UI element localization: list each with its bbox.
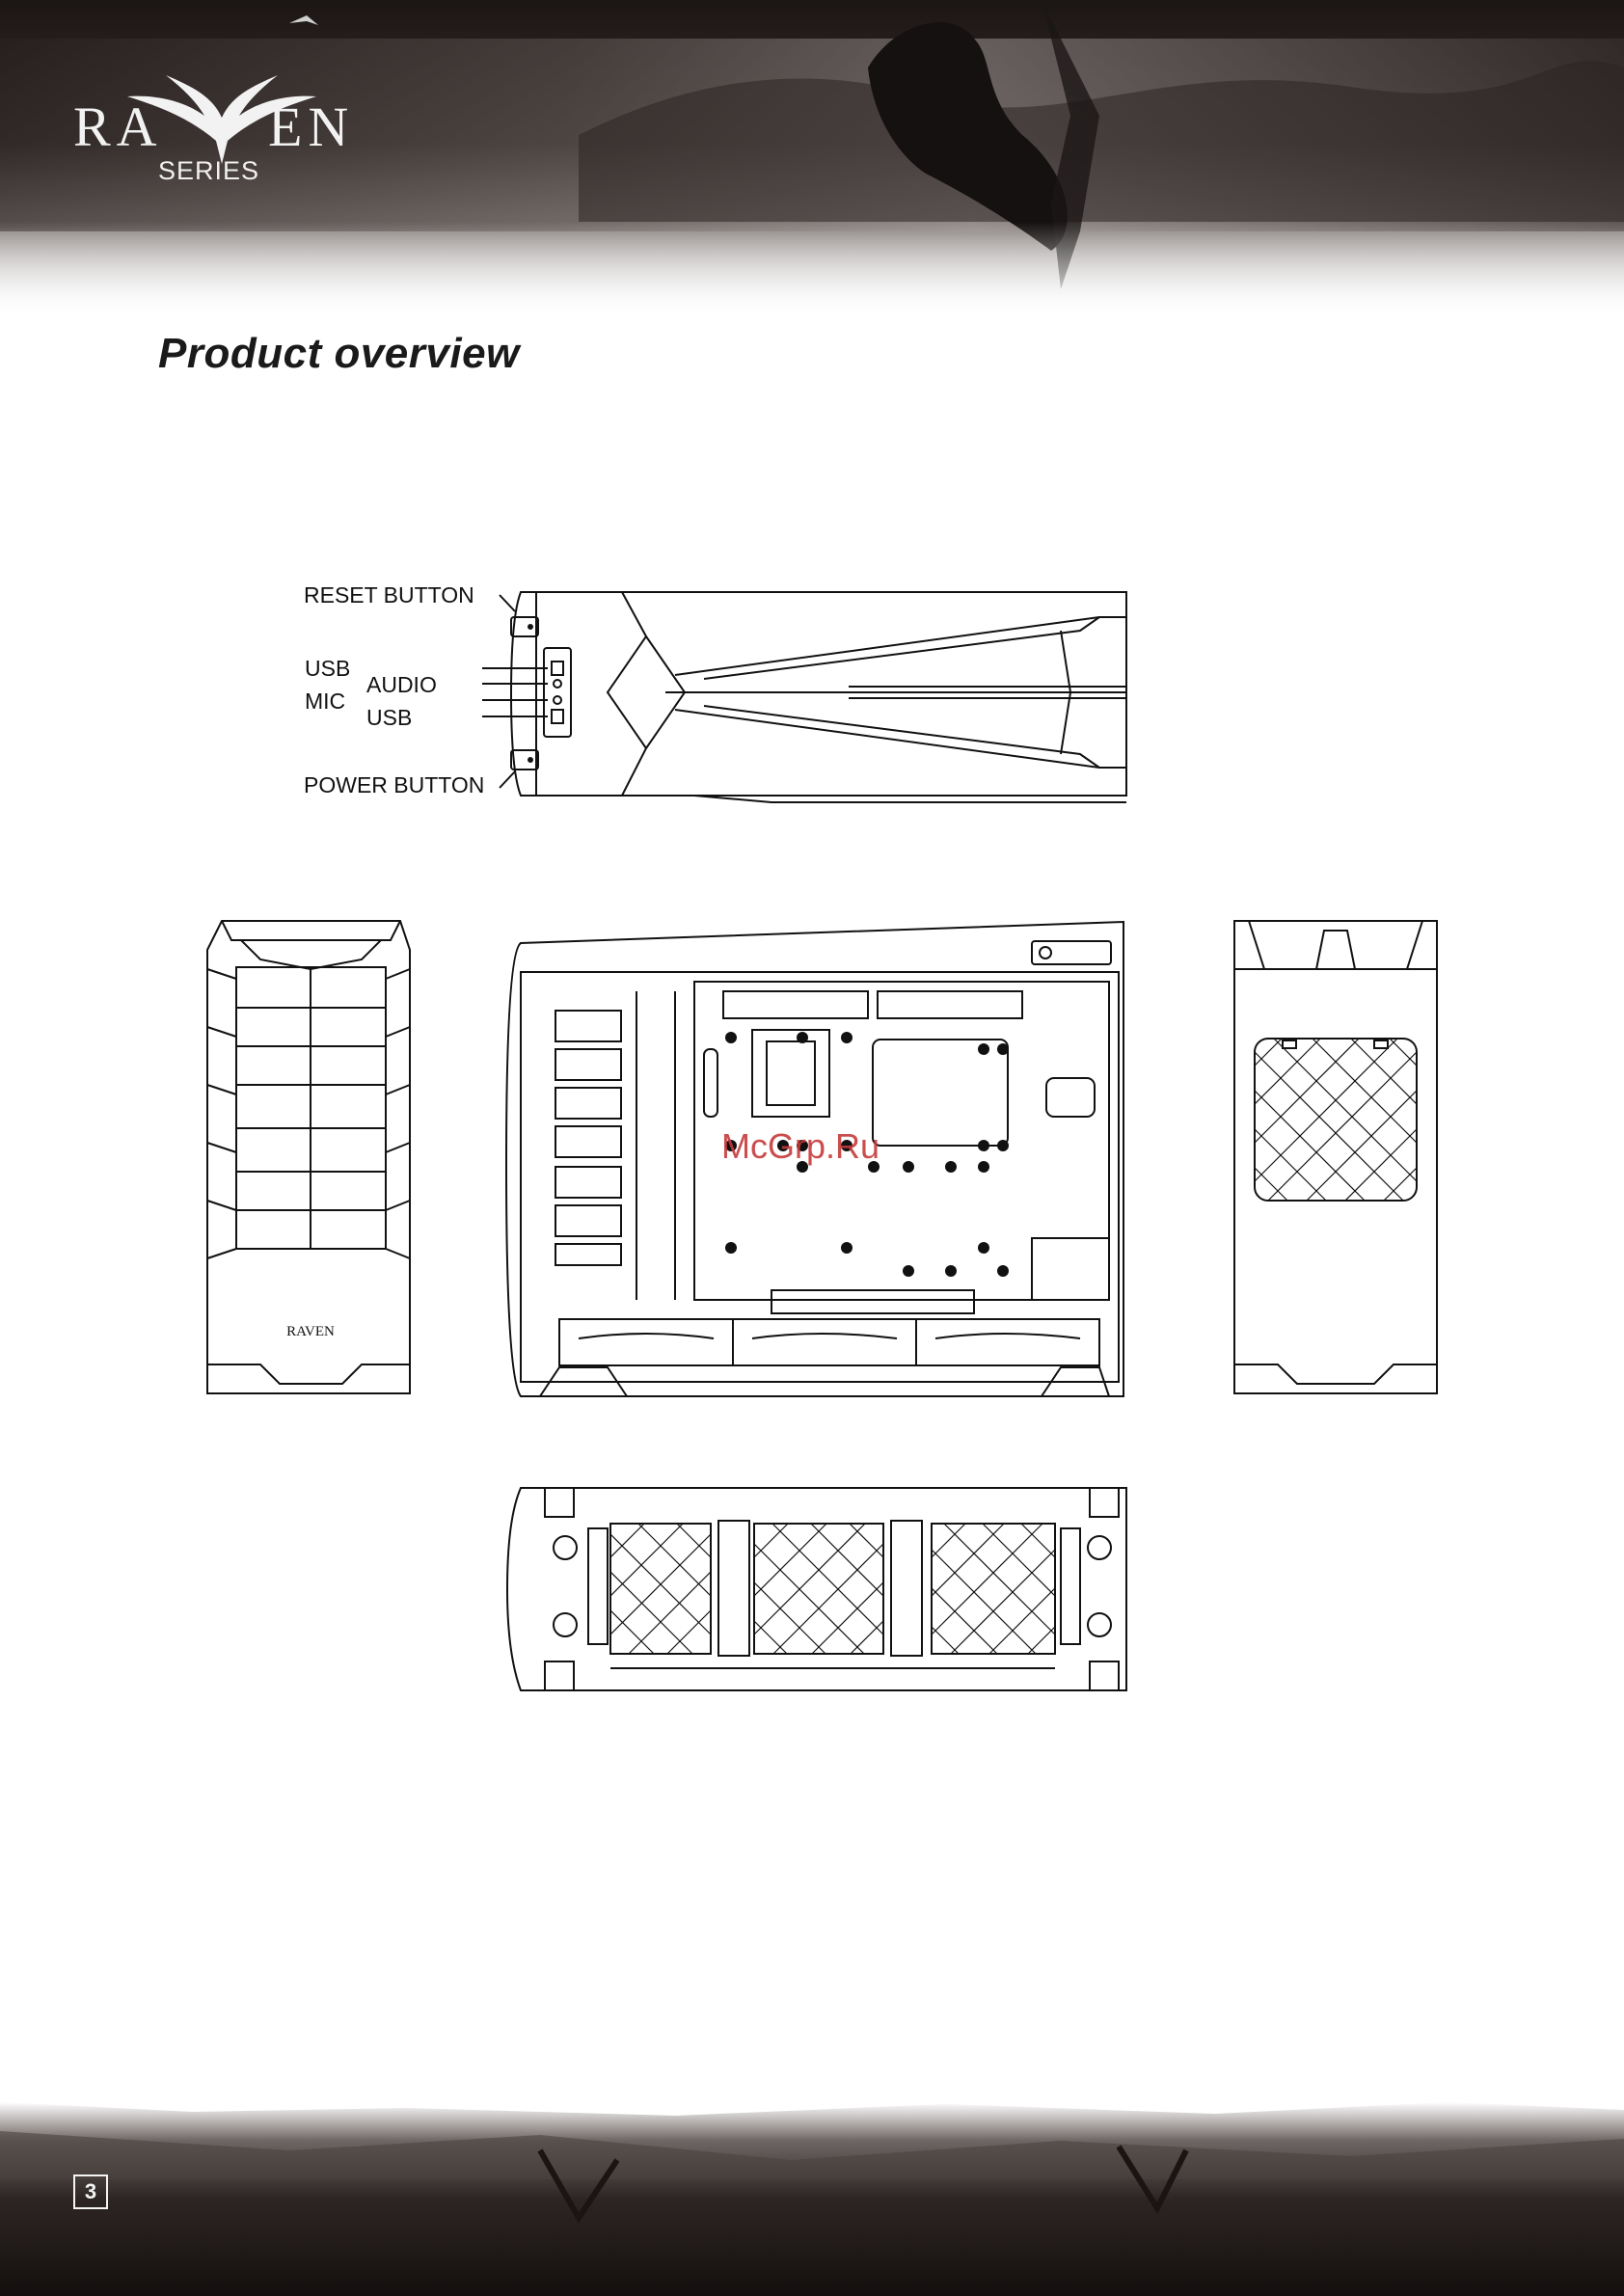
page-title: Product overview xyxy=(158,330,520,378)
top-io-panel-drawing xyxy=(482,579,1138,810)
page-number: 3 xyxy=(73,2174,108,2209)
bottom-view-drawing xyxy=(501,1480,1128,1697)
callout-mic: MIC xyxy=(305,689,345,715)
footer-banner xyxy=(0,2093,1624,2296)
bottom-vent-panels xyxy=(610,1524,1055,1654)
callout-usb-top: USB xyxy=(305,656,350,682)
logo-text-left: RA xyxy=(73,95,163,159)
back-view-drawing xyxy=(1230,911,1442,1403)
front-view-logo: RAVEN xyxy=(286,1324,335,1339)
raven-series-logo: RA EN SERIES xyxy=(58,58,386,193)
logo-series-label: SERIES xyxy=(158,156,259,186)
logo-text-right: EN xyxy=(268,95,354,159)
callout-audio: AUDIO xyxy=(366,672,437,698)
callout-reset-button: RESET BUTTON xyxy=(304,582,474,608)
callout-power-button: POWER BUTTON xyxy=(304,772,484,798)
watermark-text: McGrp.Ru xyxy=(721,1126,880,1167)
drive-bays xyxy=(555,1011,621,1265)
back-mesh-pattern xyxy=(1255,1039,1417,1201)
callout-usb-bottom: USB xyxy=(366,705,412,731)
front-view-drawing: RAVEN xyxy=(203,911,420,1403)
